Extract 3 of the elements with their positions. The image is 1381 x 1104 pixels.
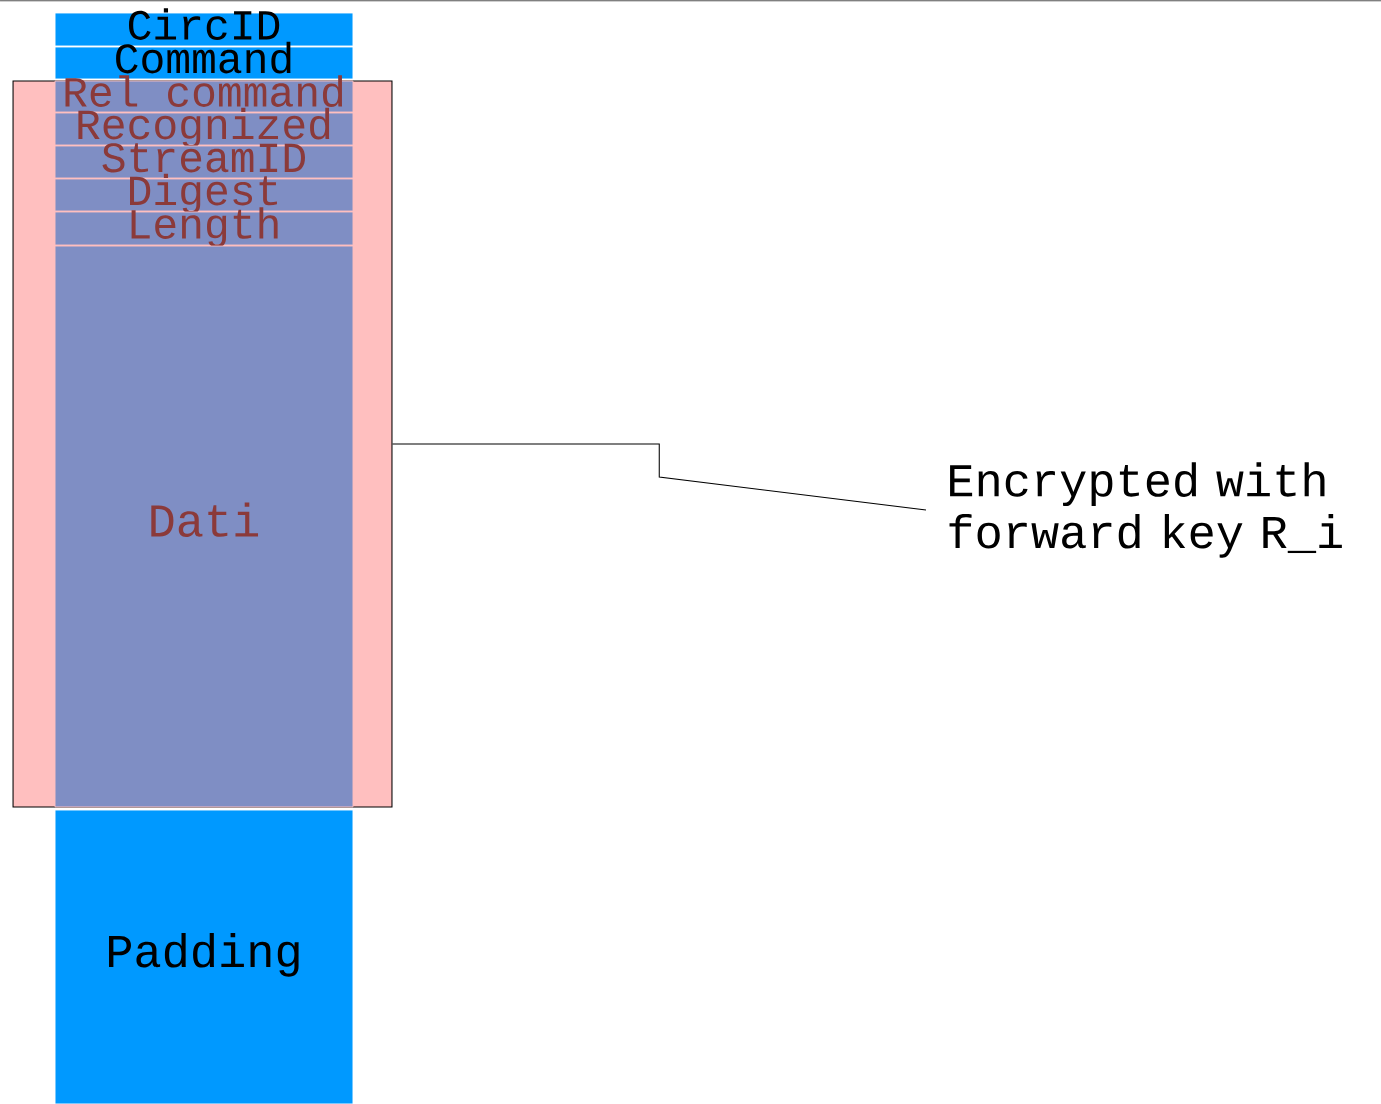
annotation-text: Encrypted with forward key R_i (949, 462, 1342, 558)
leader-line (391, 443, 927, 511)
field-cell: Padding (54, 809, 354, 1104)
